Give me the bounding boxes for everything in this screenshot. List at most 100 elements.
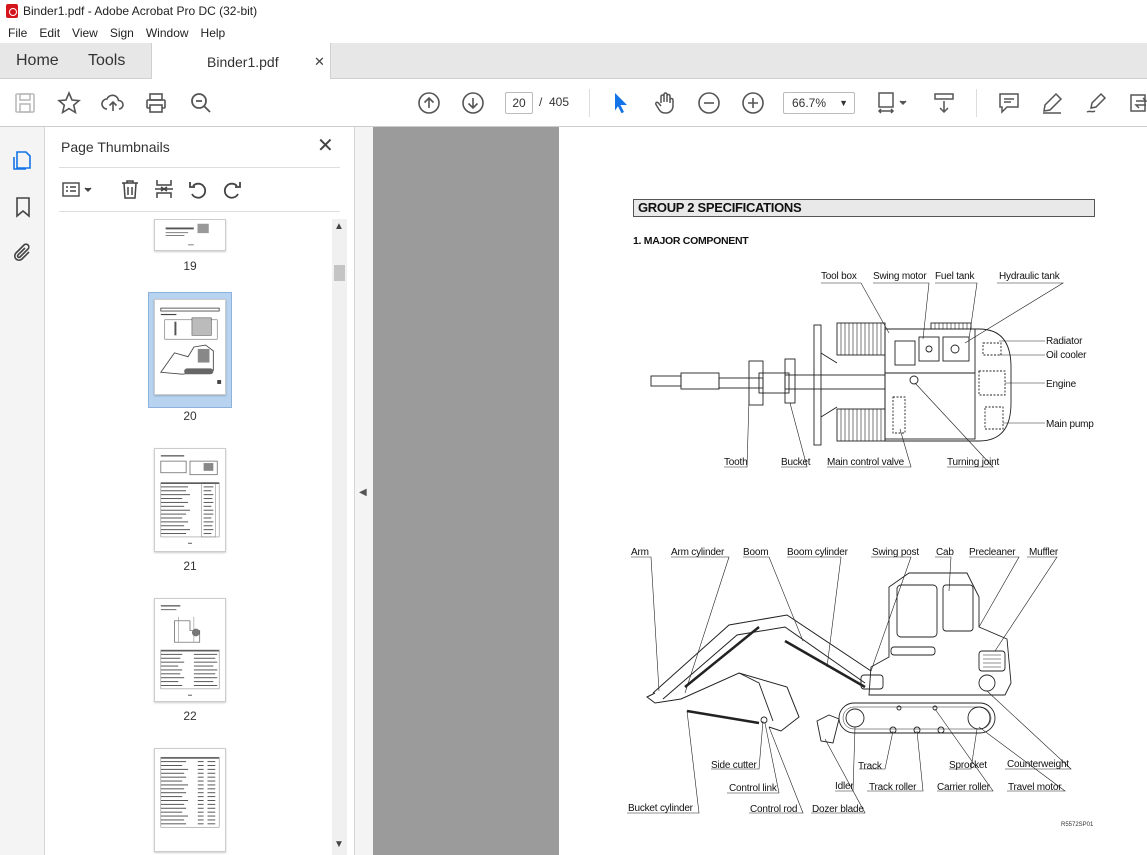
label-cab: Cab [936,547,954,558]
page-number-input[interactable]: 20 [505,92,533,114]
label-hydraulic-tank: Hydraulic tank [999,271,1061,282]
label-main-control-valve: Main control valve [827,457,905,468]
tab-document-label: Binder1.pdf [207,53,279,70]
document-subheading: 1. MAJOR COMPONENT [633,235,749,247]
close-panel-icon[interactable]: ✕ [317,135,334,157]
thumbnail-page-number: 22 [183,709,197,723]
side-view-drawing [646,572,1012,744]
document-heading: GROUP 2 SPECIFICATIONS [633,199,1095,217]
collapse-panel-icon[interactable]: ◀ [359,487,367,498]
rotate-right-icon[interactable] [221,178,243,200]
hand-tool-icon[interactable] [653,91,677,115]
scroll-up-icon[interactable]: ▲ [334,221,344,232]
label-swing-motor: Swing motor [873,271,927,282]
menu-bar: File Edit View Sign Window Help [0,22,1147,43]
page-thumbnails-panel: Page Thumbnails ✕ 19 [45,127,355,855]
print-icon[interactable] [144,91,168,115]
extract-pages-icon[interactable] [153,178,175,200]
label-bucket-cylinder: Bucket cylinder [628,803,694,814]
side-view-labels: Arm Arm cylinder Boom Boom cylinder Swin… [628,547,1070,815]
thumbnail-page-19[interactable] [154,219,226,251]
tab-document[interactable]: Binder1.pdf ✕ [151,43,331,80]
previous-page-icon[interactable] [417,91,441,115]
menu-file[interactable]: File [8,25,28,40]
more-tools-icon[interactable] [1127,91,1147,115]
next-page-icon[interactable] [461,91,485,115]
menu-help[interactable]: Help [200,25,226,40]
comment-icon[interactable] [997,91,1021,115]
label-swing-post: Swing post [872,547,919,558]
zoom-in-icon[interactable] [741,91,765,115]
thumbnail-page-number: 21 [183,559,197,573]
toolbar-divider [976,89,977,117]
document-viewer[interactable]: GROUP 2 SPECIFICATIONS 1. MAJOR COMPONEN… [373,127,1147,855]
figure-code: R5572SP01 [1061,822,1094,828]
sign-pen-icon[interactable] [1084,91,1108,115]
thumbnail-page-21[interactable] [154,448,226,552]
label-carrier-roller: Carrier roller [937,782,991,793]
toolbar-divider [589,89,590,117]
highlight-pen-icon[interactable] [1040,91,1064,115]
delete-trash-icon[interactable] [119,178,141,200]
panel-divider [59,167,340,168]
tab-bar: Home Tools Binder1.pdf ✕ [0,43,1147,80]
label-side-cutter: Side cutter [711,760,757,771]
label-idler: Idler [835,781,854,792]
bookmarks-icon[interactable] [12,196,34,218]
label-control-rod: Control rod [750,804,797,815]
menu-view[interactable]: View [72,25,98,40]
scroll-down-icon[interactable]: ▼ [334,839,344,850]
label-tool-box: Tool box [821,271,857,282]
panel-title: Page Thumbnails [61,139,170,155]
label-radiator: Radiator [1046,336,1083,347]
label-dozer-blade: Dozer blade [812,804,864,815]
label-boom: Boom [743,547,768,558]
thumbnail-page-22[interactable] [154,598,226,702]
label-track-roller: Track roller [869,782,917,793]
tab-tools[interactable]: Tools [88,52,126,69]
window-titlebar: Binder1.pdf - Adobe Acrobat Pro DC (32-b… [0,0,1147,22]
side-view-leaders [627,556,1072,814]
page-separator: / [539,95,543,109]
thumbnail-list: 19 20 [45,219,335,855]
scrollbar-thumb[interactable] [334,265,345,281]
menu-edit[interactable]: Edit [39,25,61,40]
navigation-rail [0,127,45,855]
acrobat-logo-icon [6,4,18,18]
label-boom-cylinder: Boom cylinder [787,547,849,558]
label-arm: Arm [631,547,649,558]
scroll-mode-icon[interactable] [932,91,956,115]
menu-sign[interactable]: Sign [109,25,134,40]
menu-window[interactable]: Window [145,25,189,40]
zoom-out-icon[interactable] [697,91,721,115]
zoom-level-select[interactable]: 66.7% ▼ [783,92,855,114]
label-travel-motor: Travel motor [1008,782,1062,793]
cloud-upload-icon[interactable] [101,91,125,115]
label-arm-cylinder: Arm cylinder [671,547,725,558]
tab-home[interactable]: Home [16,52,59,69]
thumbnail-scrollbar[interactable]: ▲ ▼ [332,219,347,855]
thumbnail-options-icon[interactable] [61,179,95,201]
label-tooth: Tooth [724,457,747,468]
thumbnail-page-23[interactable] [154,748,226,852]
save-icon[interactable] [13,91,37,115]
top-view-labels: Tool box Swing motor Fuel tank Hydraulic… [724,271,1095,468]
pdf-page: GROUP 2 SPECIFICATIONS 1. MAJOR COMPONEN… [559,127,1147,855]
chevron-down-icon: ▼ [839,98,848,108]
zoom-search-icon[interactable] [189,91,213,115]
select-cursor-icon[interactable] [609,91,633,115]
label-bucket: Bucket [781,457,811,468]
page-thumbnails-icon[interactable] [12,149,34,171]
close-tab-icon[interactable]: ✕ [314,53,325,69]
thumbnail-page-20[interactable] [154,299,226,395]
label-track: Track [858,761,883,772]
page-fit-icon[interactable] [876,91,910,115]
panel-splitter[interactable]: ◀ [355,127,373,855]
label-sprocket: Sprocket [949,760,987,771]
panel-divider [59,211,340,212]
label-control-link: Control link [729,783,778,794]
attachments-paperclip-icon[interactable] [12,242,34,264]
rotate-left-icon[interactable] [187,178,209,200]
bookmark-star-icon[interactable] [57,90,81,115]
label-oil-cooler: Oil cooler [1046,350,1087,361]
